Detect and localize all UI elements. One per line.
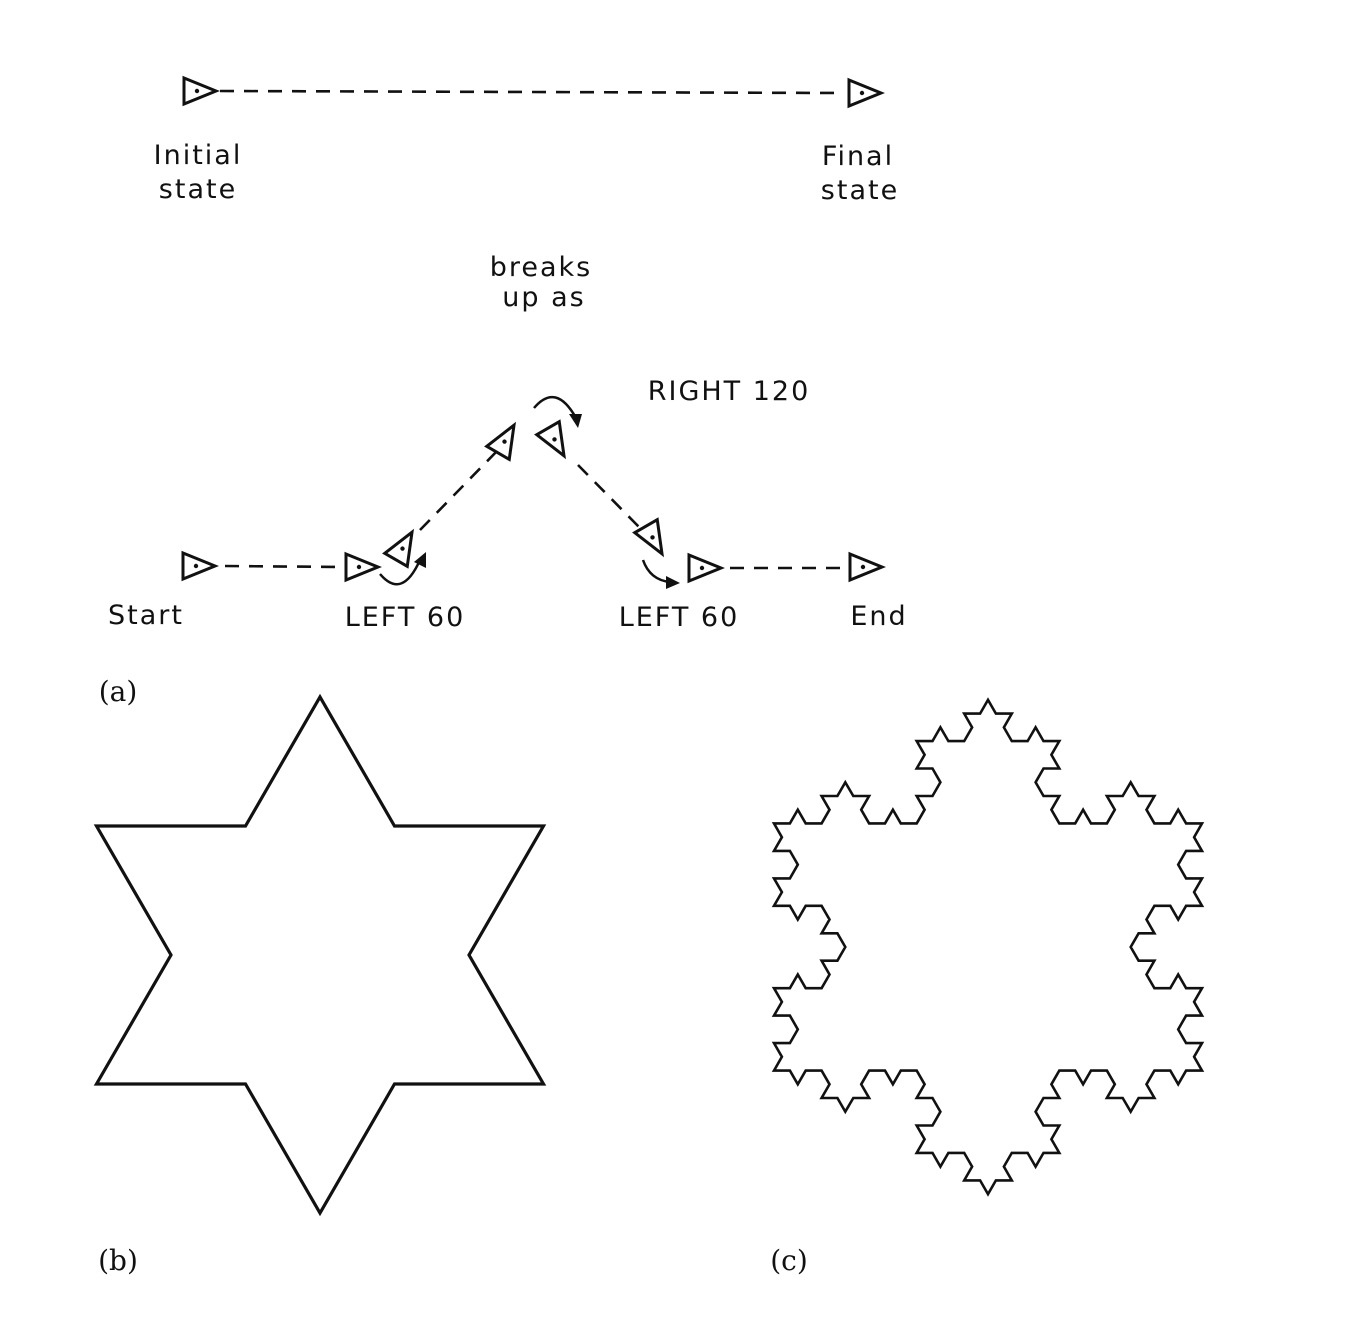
initial-turtle-icon	[182, 76, 218, 106]
dashed-segment-2	[419, 447, 501, 531]
panel-a-bottom: Start LEFT 60 RIGHT 120 LEFT 60 End	[108, 376, 907, 633]
caption-b: (b)	[98, 1244, 138, 1277]
left-60-label-2: LEFT 60	[619, 602, 740, 633]
left-turn-arrowhead-1	[414, 552, 426, 568]
end-label: End	[850, 601, 907, 632]
turtle-after-right-icon	[535, 420, 577, 464]
turtle-before-second-left-icon	[633, 518, 675, 562]
right-turn-arrow	[533, 395, 578, 419]
koch-snowflake-level-3	[771, 697, 1205, 1197]
turtle-after-second-left-icon	[687, 553, 723, 583]
dashed-segment-1	[224, 564, 346, 569]
left-turn-arrowhead-2	[666, 576, 680, 589]
koch-snowflake-level-1	[93, 693, 547, 1217]
breaks-label-line1: breaks	[490, 252, 593, 283]
left-60-label-1: LEFT 60	[345, 602, 466, 633]
start-turtle-icon	[181, 551, 217, 581]
final-state-label-line2: state	[821, 175, 899, 206]
left-turn-arrow-1	[379, 559, 422, 586]
dashed-segment-3	[577, 464, 641, 529]
panel-a-top: Initial state Final state	[154, 76, 899, 206]
right-120-label: RIGHT 120	[648, 376, 811, 407]
turtle-before-left-icon	[344, 552, 380, 582]
right-turn-arrowhead	[569, 414, 582, 428]
caption-a: (a)	[99, 675, 138, 708]
caption-c: (c)	[770, 1244, 808, 1277]
turtle-before-right-icon	[485, 417, 527, 461]
final-turtle-icon	[847, 78, 883, 108]
final-state-label-line1: Final	[822, 141, 894, 172]
left-turn-arrow-2	[641, 559, 671, 584]
breaks-label-line2: up as	[502, 282, 585, 313]
end-turtle-icon	[848, 552, 884, 582]
start-label: Start	[108, 600, 184, 631]
initial-state-label-line1: Initial	[154, 140, 243, 171]
top-dashed-path	[219, 89, 841, 95]
initial-state-label-line2: state	[159, 174, 237, 205]
